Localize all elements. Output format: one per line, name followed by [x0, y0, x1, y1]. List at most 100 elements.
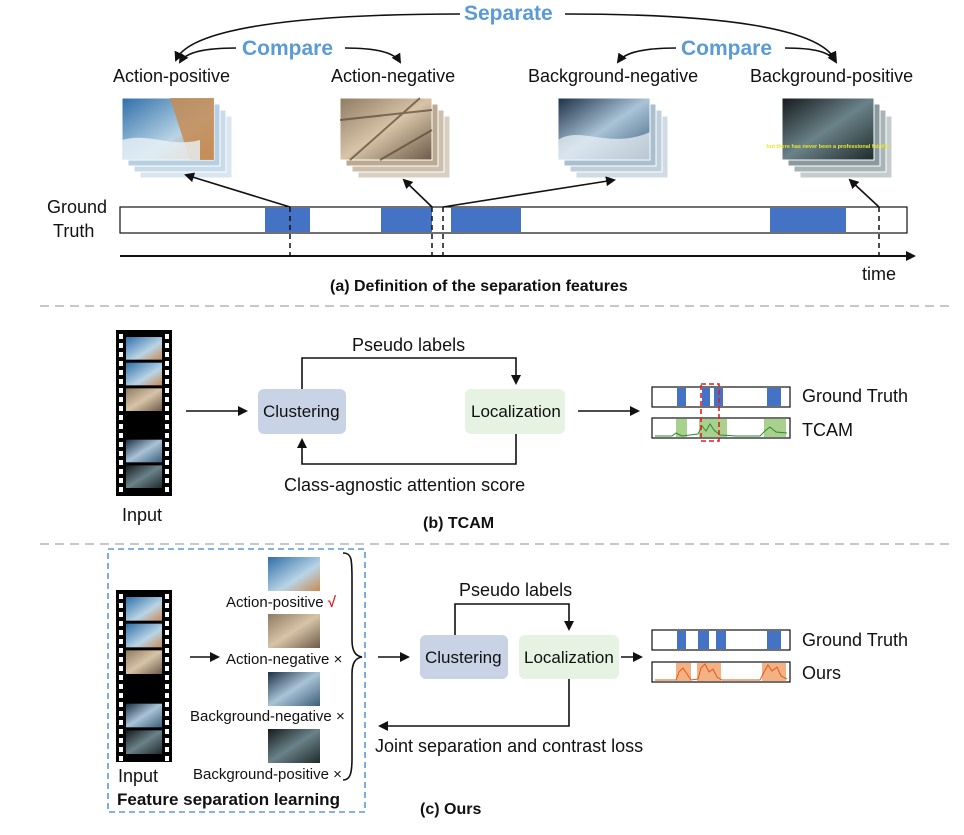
pseudo-label-loop-c	[454, 603, 574, 635]
item-label-background-positive: Background-positive ×	[193, 766, 342, 783]
film-hole	[165, 442, 169, 447]
film-hole	[119, 675, 123, 680]
film-frame	[126, 730, 162, 754]
label-background-positive: Background-positive	[750, 66, 914, 86]
caption-b: (b) TCAM	[423, 515, 495, 532]
frame-stack-action-negative	[339, 97, 451, 179]
ours-curve	[655, 663, 788, 681]
film-hole	[119, 442, 123, 447]
tcam-curve	[655, 423, 788, 437]
label-background-negative: Background-negative	[528, 66, 699, 86]
film-hole	[119, 451, 123, 456]
film-hole	[165, 657, 169, 662]
pointer-background-negative	[442, 176, 616, 208]
thumb-action-negative	[268, 614, 320, 648]
film-hole	[165, 406, 169, 411]
film-hole	[165, 747, 169, 752]
separate-label: Separate	[464, 2, 553, 25]
ours-gt-segment	[716, 631, 726, 649]
clustering-label: Clustering	[263, 402, 340, 421]
film-frame	[126, 337, 162, 360]
film-hole	[165, 666, 169, 671]
ground-truth-segment	[451, 208, 521, 232]
clustering-box	[258, 389, 346, 434]
frame-caption-text: but there has never been a professional …	[766, 144, 890, 150]
clustering-label-c: Clustering	[425, 648, 502, 667]
loss-arrow	[378, 679, 570, 731]
film-hole	[165, 361, 169, 366]
localization-box-c	[519, 635, 619, 679]
thumb-background-negative	[268, 672, 320, 706]
film-hole	[119, 415, 123, 420]
clustering-box-c	[420, 635, 508, 679]
film-hole	[165, 415, 169, 420]
film-hole	[165, 720, 169, 725]
compare-arc-right-b	[784, 47, 838, 64]
ours-gt-segment	[767, 631, 781, 649]
film-hole	[119, 460, 123, 465]
film-hole	[119, 639, 123, 644]
tcam-segment	[764, 419, 786, 437]
film-hole	[165, 729, 169, 734]
film-hole	[119, 657, 123, 662]
separate-arc-left	[174, 13, 461, 62]
localization-label-c: Localization	[524, 648, 614, 667]
input-film-strip	[116, 330, 172, 496]
film-hole	[119, 370, 123, 375]
caption-a: (a) Definition of the separation feature…	[330, 278, 628, 295]
film-hole	[165, 388, 169, 393]
film-frame	[126, 362, 162, 386]
film-frame	[126, 439, 162, 463]
film-hole	[119, 693, 123, 698]
panel-b	[116, 330, 791, 496]
film-hole	[119, 352, 123, 357]
film-hole	[165, 451, 169, 456]
input-label-c: Input	[118, 766, 159, 786]
film-hole	[165, 621, 169, 626]
film-hole	[119, 702, 123, 707]
film-hole	[165, 424, 169, 429]
localization-label: Localization	[471, 402, 561, 421]
attention-loop	[297, 434, 517, 465]
thumb-action-positive	[268, 557, 320, 591]
film-frame	[126, 623, 162, 648]
pointer-action-positive	[184, 172, 291, 208]
film-hole	[165, 594, 169, 599]
pointer-action-negative	[402, 178, 433, 208]
compare-arc-left-a	[178, 47, 237, 64]
tcam-segment	[676, 419, 687, 437]
fsl-label: Feature separation learning	[117, 790, 340, 809]
film-hole	[119, 424, 123, 429]
film-hole	[165, 460, 169, 465]
caption-c: (c) Ours	[420, 801, 482, 818]
film-frame	[126, 414, 162, 437]
film-hole	[119, 684, 123, 689]
film-hole	[165, 648, 169, 653]
film-hole	[119, 612, 123, 617]
film-hole	[165, 630, 169, 635]
separate-arc-right	[564, 13, 837, 62]
film-hole	[165, 711, 169, 716]
frame-stack-background-negative	[557, 97, 669, 179]
film-hole	[119, 603, 123, 608]
film-hole	[119, 379, 123, 384]
film-frame	[126, 650, 162, 674]
film-frame	[126, 388, 162, 411]
film-hole	[165, 738, 169, 743]
ours-segment	[762, 663, 786, 681]
film-hole	[165, 612, 169, 617]
attention-score-label: Class-agnostic attention score	[284, 475, 526, 495]
film-hole	[119, 729, 123, 734]
cross-mark: ×	[333, 766, 342, 783]
film-hole	[119, 397, 123, 402]
film-hole	[119, 756, 123, 761]
film-hole	[119, 711, 123, 716]
film-hole	[165, 478, 169, 483]
panel-a: but there has never been a professional …	[119, 13, 916, 261]
film-hole	[165, 469, 169, 474]
ground-truth-segments	[265, 208, 846, 232]
ours-label: Ours	[802, 663, 842, 683]
curly-brace	[342, 552, 363, 781]
film-hole	[165, 379, 169, 384]
input-label-b: Input	[122, 505, 163, 525]
